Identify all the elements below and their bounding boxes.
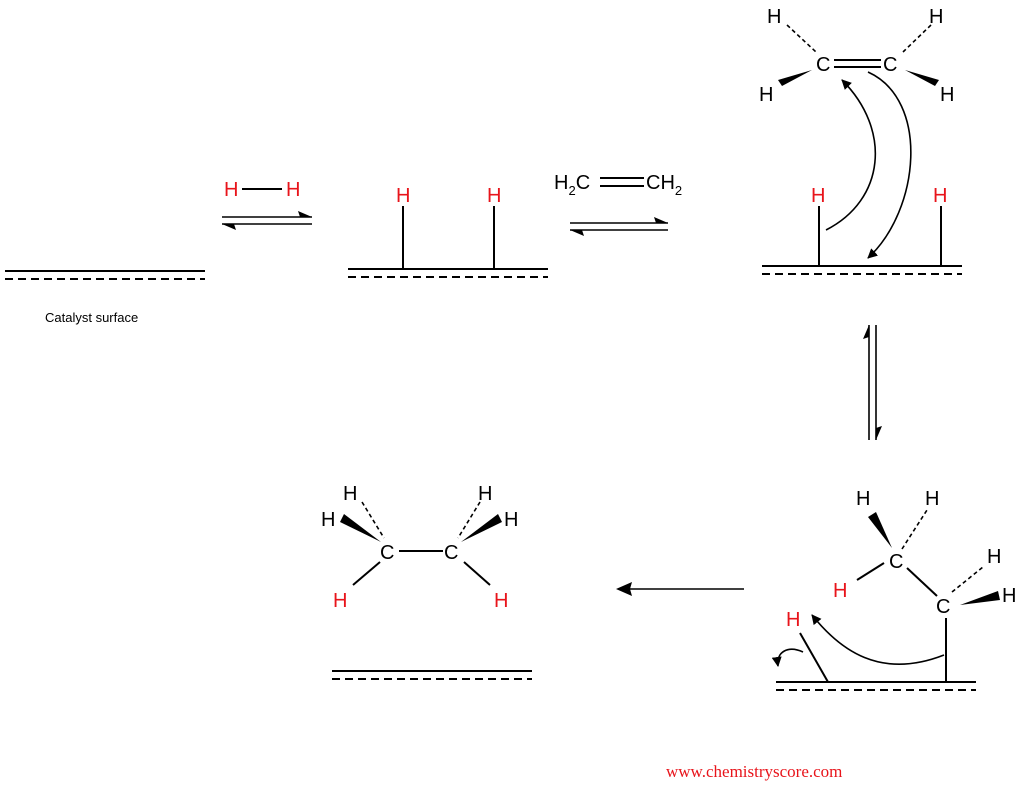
catalyst-surface-caption: Catalyst surface (45, 310, 138, 325)
h-atom: H (833, 580, 847, 602)
h-atom: H (286, 179, 300, 201)
h-atom: H (856, 488, 870, 510)
h-atom: H (343, 483, 357, 505)
catalyst-surface-stage-3: H H (762, 185, 962, 275)
ch2-label: CH2 (646, 172, 682, 198)
catalyst-surface-with-h: H H (348, 185, 548, 278)
ethene-reagent: H2C CH2 (554, 172, 682, 198)
catalyst-surface-final (332, 670, 532, 680)
h-atom: H (767, 6, 781, 28)
c-atom: C (816, 54, 830, 76)
h-atom: H (224, 179, 238, 201)
c-atom: C (883, 54, 897, 76)
c-atom: C (889, 551, 903, 573)
adsorbed-h-atom: H (933, 185, 947, 207)
h-atom: H (987, 546, 1001, 568)
h-atom: H (504, 509, 518, 531)
h-atom: H (321, 509, 335, 531)
ethene-approaching: C C H H H H (759, 6, 954, 106)
c-atom: C (936, 596, 950, 618)
adsorbed-h-atom: H (811, 185, 825, 207)
h-atom: H (759, 84, 773, 106)
c-atom: C (444, 542, 458, 564)
h-atom: H (929, 6, 943, 28)
h-atom: H (494, 590, 508, 612)
reaction-arrow (616, 582, 744, 596)
adsorbed-h-atom: H (396, 185, 410, 207)
curved-arrow-h-to-c (825, 79, 877, 231)
catalyst-surface-bare (5, 270, 205, 280)
ethyl-intermediate: C C H H H H H (833, 488, 1016, 682)
h2c-label: H2C (554, 172, 590, 198)
website-watermark: www.chemistryscore.com (666, 762, 842, 781)
ethane-product: C C H H H H H H (321, 483, 518, 612)
h-atom: H (925, 488, 939, 510)
h-atom: H (333, 590, 347, 612)
adsorbed-h-atom: H (487, 185, 501, 207)
catalyst-surface-stage-4: H (776, 609, 976, 691)
adsorbed-h-atom: H (786, 609, 800, 631)
c-atom: C (380, 542, 394, 564)
h-atom: H (940, 84, 954, 106)
equilibrium-arrow-2 (570, 217, 668, 236)
h-atom: H (1002, 585, 1016, 607)
equilibrium-arrow-3 (863, 325, 882, 440)
curved-arrow-pi-to-surface (867, 71, 912, 259)
curved-arrow-release (771, 648, 804, 667)
curved-arrow-surface-bond (811, 614, 945, 665)
h2-molecule: H H (224, 179, 300, 201)
equilibrium-arrow-1 (222, 211, 312, 230)
h-atom: H (478, 483, 492, 505)
